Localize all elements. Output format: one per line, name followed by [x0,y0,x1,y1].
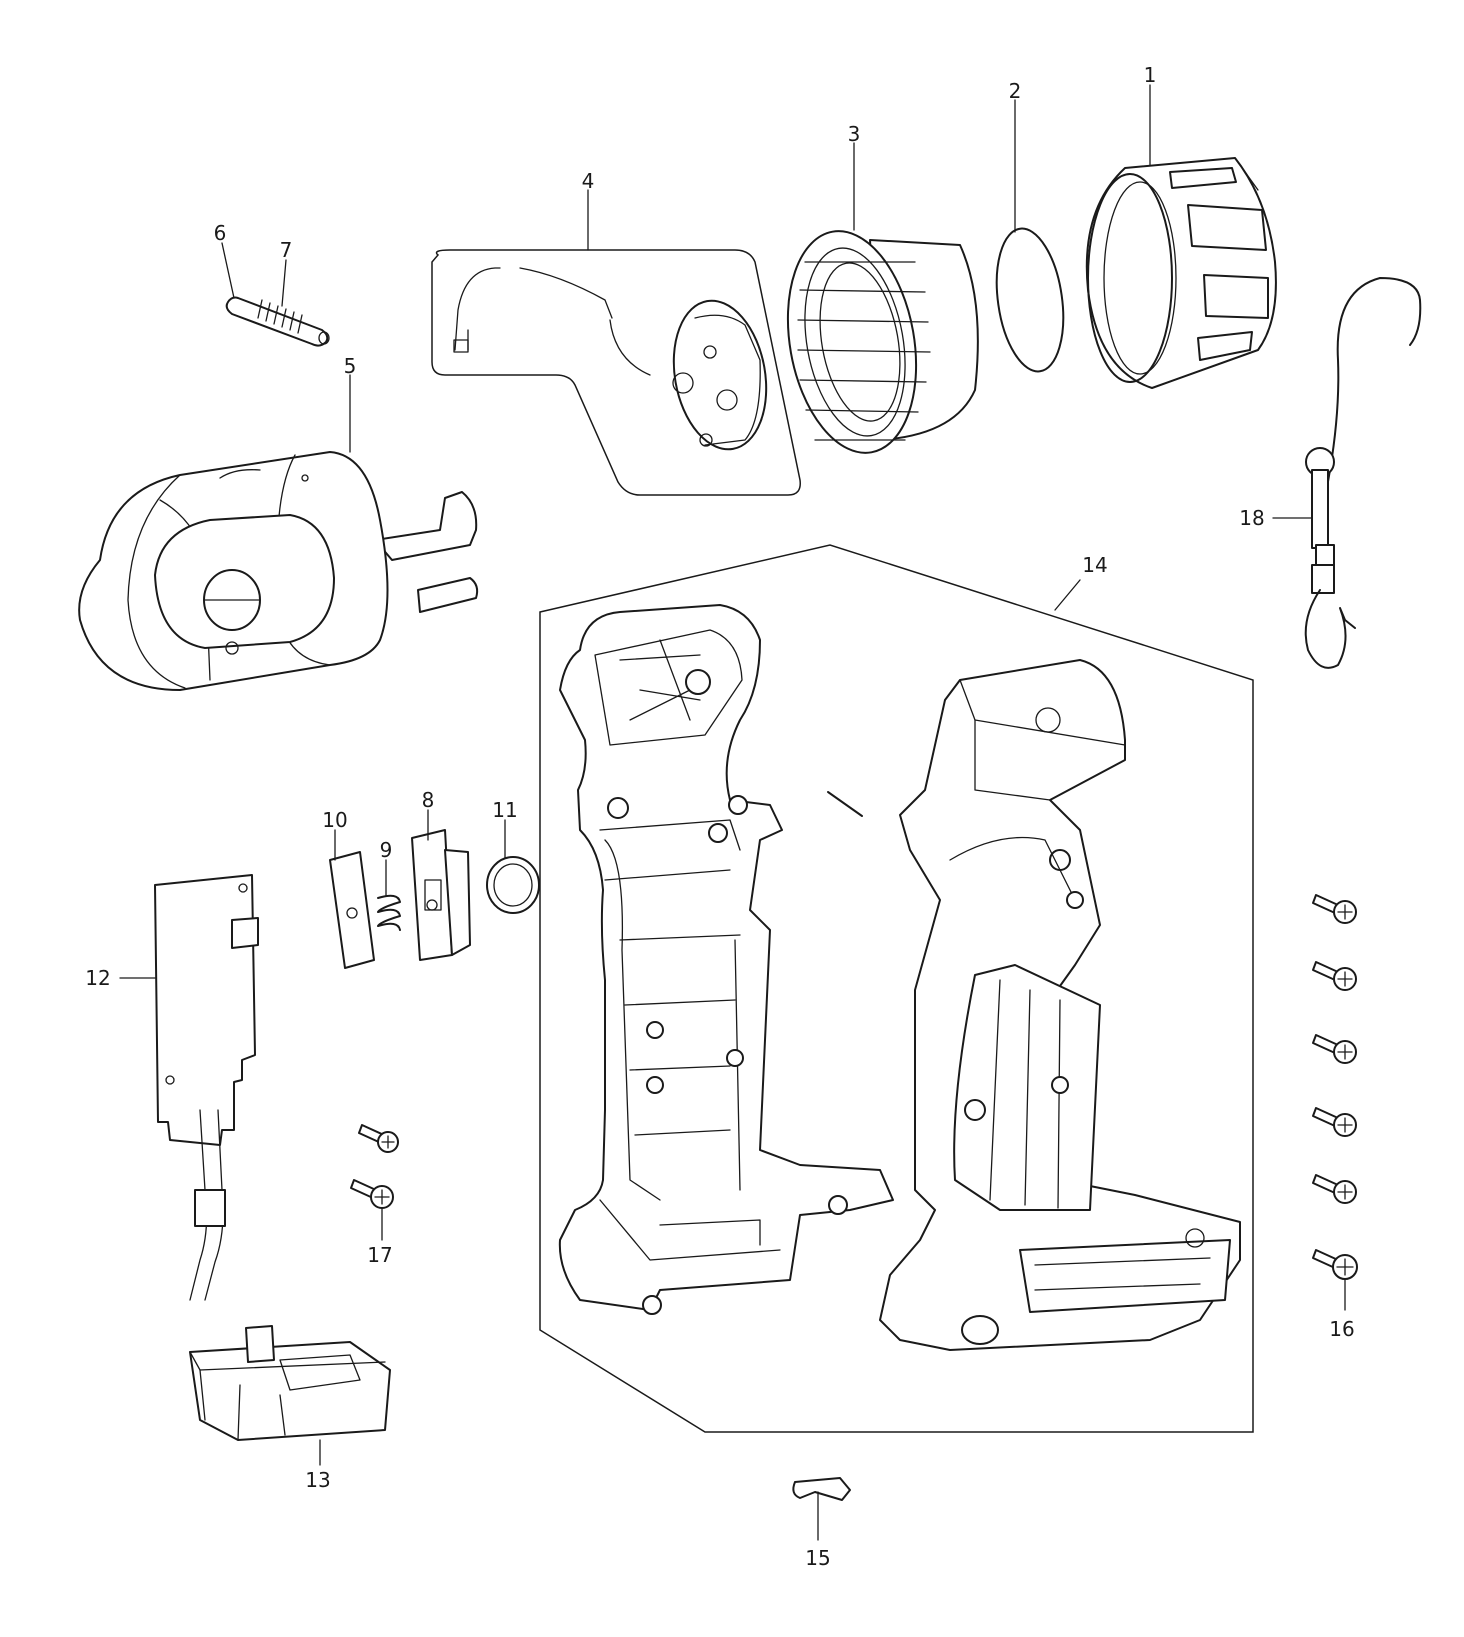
part-17-screws [350,1124,399,1209]
part-5-head-housing [78,451,479,691]
part-label-14: 14 [1082,553,1107,577]
part-label-10: 10 [322,808,347,832]
leader-lines [119,84,1346,1541]
part-8-switch [411,829,471,961]
part-label-8: 8 [422,788,435,812]
part-11-o-ring [486,856,540,914]
part-1-bezel-ring [1085,157,1277,389]
part-2-lens [995,227,1065,373]
part-label-4: 4 [582,169,595,193]
part-label-17: 17 [367,1243,392,1267]
part-6-7-pin-spring [225,296,330,347]
part-label-2: 2 [1009,79,1022,103]
part-label-15: 15 [805,1546,830,1570]
part-label-18: 18 [1239,506,1264,530]
part-label-1: 1 [1144,63,1157,87]
part-14-housing-set [539,544,1254,1433]
part-16-screws [1312,894,1358,1280]
part-label-7: 7 [280,238,293,262]
part-label-3: 3 [848,122,861,146]
part-13-terminal-block [189,1325,391,1441]
part-label-16: 16 [1329,1317,1354,1341]
part-label-6: 6 [214,221,227,245]
part-label-12: 12 [85,966,110,990]
part-10-plate [329,851,375,969]
part-4-led-assembly [431,249,801,496]
part-15-clip [792,1477,851,1501]
part-12-circuit-board [154,874,259,1301]
part-label-5: 5 [344,354,357,378]
part-9-spring [377,894,401,931]
part-label-13: 13 [305,1468,330,1492]
part-3-reflector [786,230,979,454]
part-label-11: 11 [492,798,517,822]
part-18-strap [1304,277,1422,669]
part-labels: 1 2 3 4 5 6 7 8 9 10 11 12 13 14 15 16 1… [85,63,1354,1570]
part-label-9: 9 [380,838,393,862]
